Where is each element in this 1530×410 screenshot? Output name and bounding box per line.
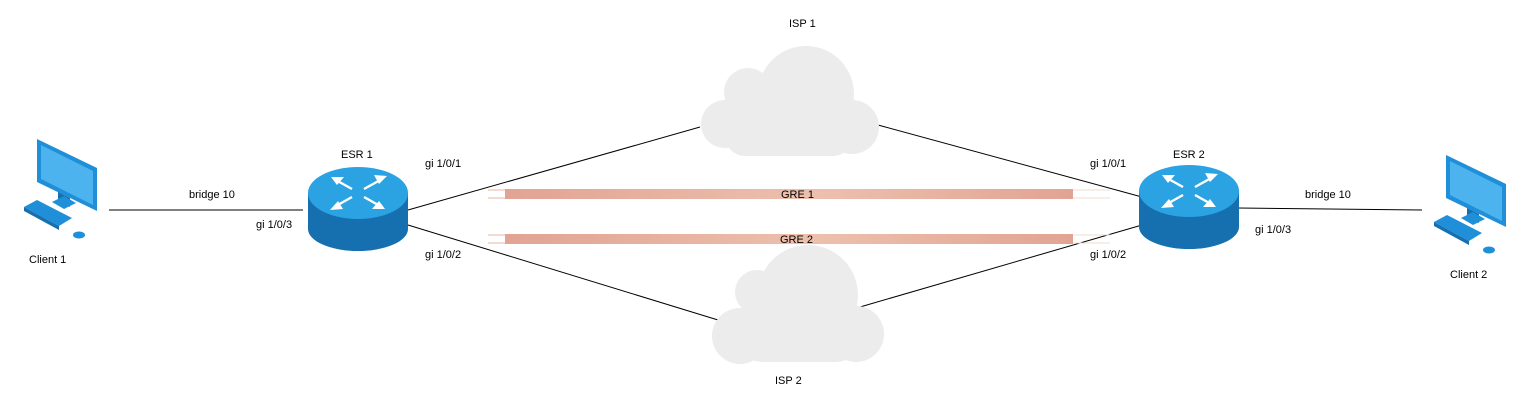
esr1-label: ESR 1 [341, 149, 373, 161]
link-esr1-isp1 [407, 126, 701, 211]
gre1-label: GRE 1 [781, 189, 815, 201]
isp1-cloud-icon [701, 46, 879, 156]
gre1-tunnel [488, 189, 1110, 199]
client1-label: Client 1 [29, 254, 67, 266]
esr1-gi102-label: gi 1/0/2 [425, 249, 462, 261]
esr2-gi102-label: gi 1/0/2 [1090, 249, 1127, 261]
esr1-gi101-label: gi 1/0/1 [425, 158, 462, 170]
link-isp2-esr2 [859, 224, 1143, 308]
client2-bridge-label: bridge 10 [1305, 189, 1351, 201]
esr2-label: ESR 2 [1173, 149, 1205, 161]
isp1-label: ISP 1 [789, 18, 816, 30]
link-isp1-esr2 [877, 124, 1143, 198]
isp2-cloud-icon [712, 245, 884, 364]
esr1-router-icon [308, 167, 408, 251]
link-esr1-isp2 [407, 224, 719, 321]
client1-bridge-label: bridge 10 [189, 189, 235, 201]
client2-label: Client 2 [1450, 269, 1488, 281]
isp2-label: ISP 2 [775, 375, 802, 387]
esr2-router-icon [1139, 165, 1239, 249]
gre2-tunnel [488, 234, 1110, 244]
gre2-label: GRE 2 [780, 234, 814, 246]
link-esr2-client2 [1237, 207, 1423, 211]
esr1-gi103-label: gi 1/0/3 [256, 219, 293, 231]
client1-computer-icon [24, 139, 97, 239]
esr2-gi101-label: gi 1/0/1 [1090, 158, 1127, 170]
client2-computer-icon [1434, 155, 1506, 254]
esr2-gi103-label: gi 1/0/3 [1255, 224, 1292, 236]
